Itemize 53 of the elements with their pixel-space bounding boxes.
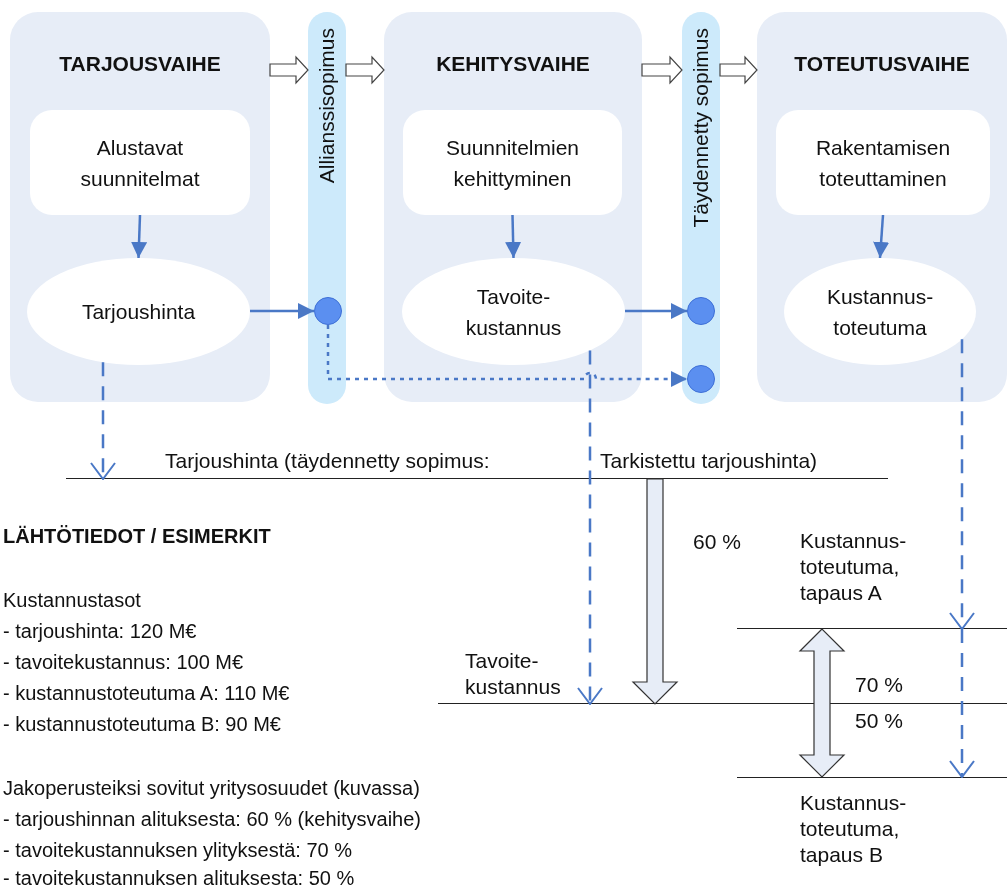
note-text: - kustannustoteutuma A: 110 M€ <box>3 681 290 705</box>
dashed-arrow <box>949 629 975 778</box>
arrow <box>505 214 522 259</box>
level-label: Tarkistettu tarjoushinta) <box>600 448 818 474</box>
dashed-arrow <box>90 362 116 480</box>
vertical-label: Allianssisopimus <box>315 28 339 184</box>
chevron-arrow <box>719 55 758 85</box>
note-text: - tavoitekustannuksen alituksesta: 50 % <box>3 866 355 890</box>
percentage-label: 70 % <box>855 673 903 697</box>
arrow <box>873 214 890 259</box>
level-label: Tarjoushinta (täydennetty sopimus: <box>165 448 490 474</box>
ellipse-node: Kustannus- toteutuma <box>784 258 976 365</box>
note-text: - tarjoushinnan alituksesta: 60 % (kehitysvaihe) <box>3 807 421 831</box>
level-label: Kustannus- toteutuma, tapaus B <box>800 790 908 868</box>
note-text: - tarjoushinta: 120 M€ <box>3 619 197 643</box>
level-label: Kustannus- toteutuma, tapaus A <box>800 528 908 606</box>
note-text: - kustannustoteutuma B: 90 M€ <box>3 712 281 736</box>
ellipse-node: Tarjoushinta <box>27 258 250 365</box>
process-box: Suunnitelmien kehittyminen <box>403 110 622 215</box>
chevron-arrow <box>641 55 683 85</box>
double-block-arrow <box>798 628 846 778</box>
percentage-label: 60 % <box>693 530 741 554</box>
arrow <box>131 214 148 259</box>
arrow <box>625 303 687 319</box>
percentage-label: 50 % <box>855 709 903 733</box>
chevron-arrow <box>345 55 385 85</box>
phase-panel <box>10 12 270 402</box>
process-box: Alustavat suunnitelmat <box>30 110 250 215</box>
phase-heading: KEHITYSVAIHE <box>435 52 591 76</box>
chevron-arrow <box>269 55 309 85</box>
phase-heading: TOTEUTUSVAIHE <box>793 52 971 76</box>
note-text: - tavoitekustannuksen ylityksestä: 70 % <box>3 838 353 862</box>
ellipse-node: Tavoite- kustannus <box>402 258 625 365</box>
section-heading: LÄHTÖTIEDOT / ESIMERKIT <box>3 524 271 548</box>
contract-bar <box>682 12 720 404</box>
connector-dot <box>687 297 715 325</box>
phase-heading: TARJOUSVAIHE <box>58 52 222 76</box>
dashed-arrow <box>949 339 975 630</box>
note-text: Jakoperusteiksi sovitut yritysosuudet (kuvassa) <box>3 776 420 800</box>
level-label: Tavoite- kustannus <box>465 648 562 700</box>
vertical-label: Täydennetty sopimus <box>689 28 713 228</box>
arrow <box>250 303 314 319</box>
phase-panel <box>384 12 642 402</box>
note-text: - tavoitekustannus: 100 M€ <box>3 650 244 674</box>
block-arrow <box>631 478 679 705</box>
phase-panel <box>757 12 1007 402</box>
contract-bar <box>308 12 346 404</box>
dashed-arrow <box>326 325 687 387</box>
connector-dot <box>687 365 715 393</box>
dashed-arrow <box>577 350 603 705</box>
process-box: Rakentamisen toteuttaminen <box>776 110 990 215</box>
note-text: Kustannustasot <box>3 588 141 612</box>
connector-dot <box>314 297 342 325</box>
